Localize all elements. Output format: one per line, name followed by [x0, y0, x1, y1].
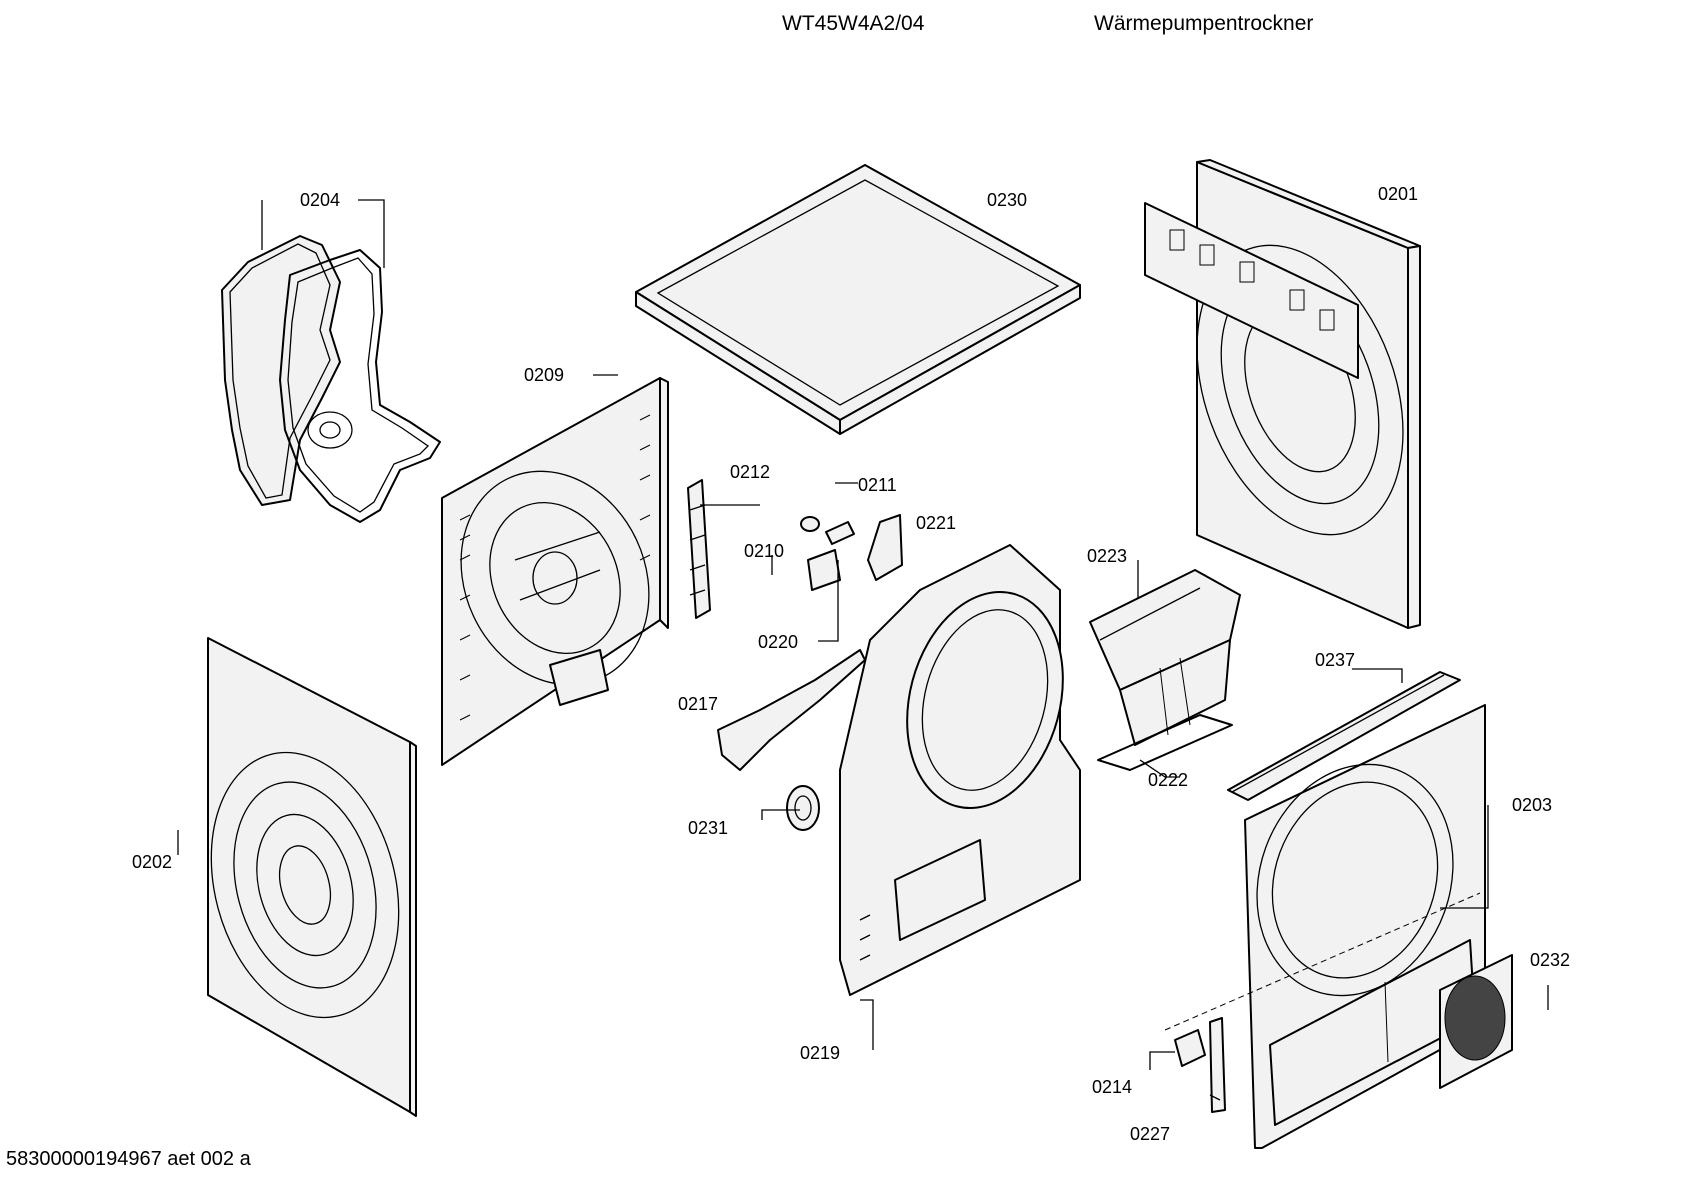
part-0210-0211-small-parts	[800, 516, 855, 545]
part-0230-top-cover	[635, 164, 1081, 435]
part-0237-top-rail	[1227, 671, 1461, 801]
part-0204-gaskets	[221, 235, 441, 523]
document-id: 58300000194967 aet 002 a	[6, 1148, 251, 1170]
callout-0227: 0227	[1130, 1124, 1170, 1144]
part-0223-lint-filter	[1089, 569, 1241, 746]
callout-0209: 0209	[524, 365, 564, 385]
callout-0212: 0212	[730, 462, 770, 482]
part-0222-seal	[1097, 714, 1233, 771]
callout-0201: 0201	[1378, 184, 1418, 204]
callout-0221: 0221	[916, 513, 956, 533]
part-0212-rail	[687, 479, 711, 619]
part-0219-front-frame	[839, 544, 1081, 996]
callout-0210: 0210	[744, 541, 784, 561]
callout-0223: 0223	[1087, 546, 1127, 566]
leader-lines	[177, 199, 1549, 1101]
part-0217-bracket	[717, 649, 866, 771]
callout-0203: 0203	[1512, 795, 1552, 815]
callout-0211: 0211	[858, 475, 897, 495]
callout-0231: 0231	[688, 818, 728, 838]
part-0202-side-panel	[207, 637, 417, 1117]
part-0220-switch	[807, 549, 841, 591]
callout-labels: 0204 0230 0201 0209 0212 0211 0221 0210 …	[132, 184, 1570, 1144]
part-0221-hinge	[867, 514, 903, 581]
callout-0220: 0220	[758, 632, 798, 652]
callout-0230: 0230	[987, 190, 1027, 210]
callout-0204: 0204	[300, 190, 340, 210]
part-0232-vent-grille	[1439, 954, 1513, 1089]
part-0209-rear-wall	[441, 377, 669, 766]
callout-0237: 0237	[1315, 650, 1355, 670]
callout-0217: 0217	[678, 694, 718, 714]
callout-0219: 0219	[800, 1043, 840, 1063]
product-type: Wärmepumpentrockner	[1094, 12, 1314, 35]
callout-0222: 0222	[1148, 770, 1188, 790]
part-0214-switch	[1174, 1029, 1206, 1067]
model-number: WT45W4A2/04	[782, 12, 925, 35]
part-0227-clip	[1209, 1017, 1226, 1113]
callout-0232: 0232	[1530, 950, 1570, 970]
part-0231-knob	[786, 785, 820, 831]
callout-0202: 0202	[132, 852, 172, 872]
callout-0214: 0214	[1092, 1077, 1132, 1097]
part-0201-rear-panel	[1144, 159, 1421, 629]
